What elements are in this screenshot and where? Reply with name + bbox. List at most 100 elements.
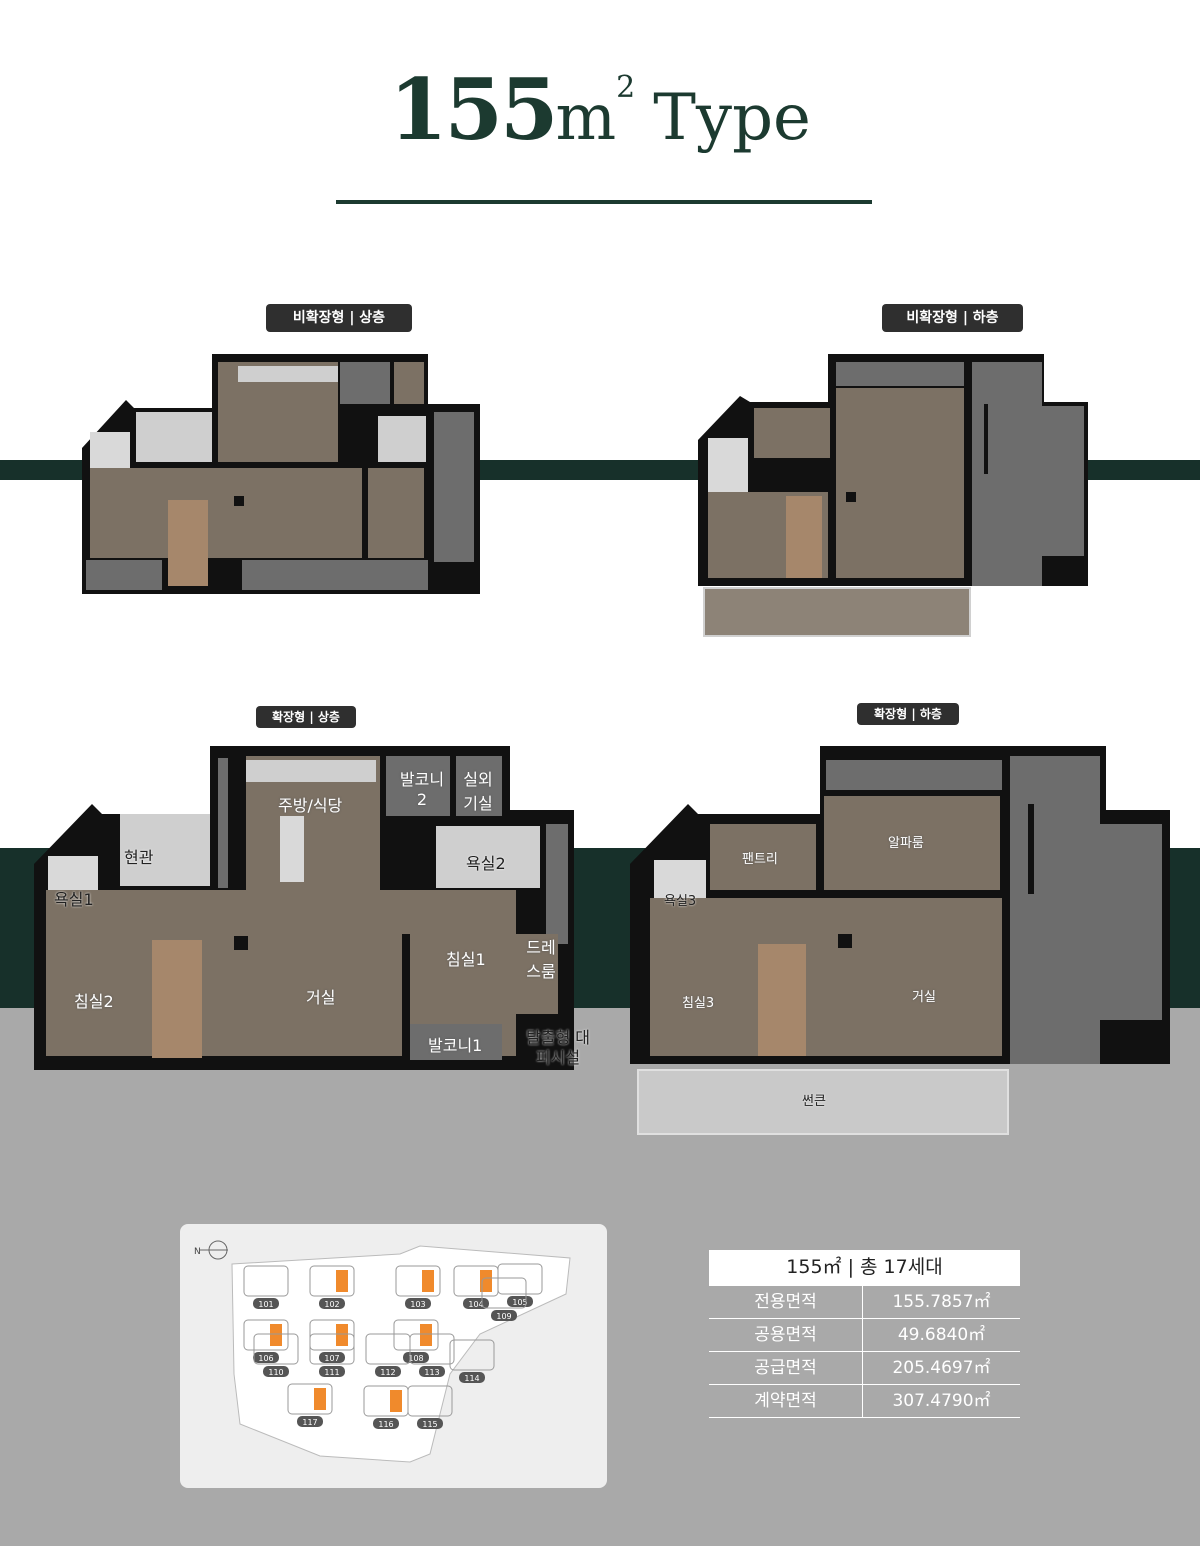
area-label: 전용면적 <box>709 1286 863 1318</box>
building-number: 109 <box>496 1312 511 1321</box>
area-value: 155.7857㎡ <box>892 1292 991 1312</box>
title-number: 155 <box>389 60 558 159</box>
label-extended-upper: 확장형 | 상층 <box>256 706 356 728</box>
area-table-header: 155㎡ | 총 17세대 <box>709 1250 1020 1285</box>
building-number: 102 <box>324 1300 339 1309</box>
building-badge <box>375 1366 401 1377</box>
area-table-rows: 전용면적 155.7857㎡ 공용면적 49.6840㎡ 공급면적 205.4697㎡ 계약… <box>709 1285 1020 1418</box>
building-badge <box>491 1310 517 1321</box>
building-outline <box>481 1277 527 1309</box>
building-outline <box>449 1339 495 1371</box>
highlight-unit <box>480 1270 492 1292</box>
room-entrance: 현관 <box>124 848 154 867</box>
building-badge <box>459 1372 485 1383</box>
room-bed2: 침실2 <box>74 992 114 1011</box>
room-bed3: 침실3 <box>682 996 715 1011</box>
highlight-unit <box>390 1390 402 1412</box>
building-outline <box>253 1333 299 1365</box>
building-outline <box>243 1319 289 1351</box>
highlight-unit <box>270 1324 282 1346</box>
building-number: 114 <box>464 1374 479 1383</box>
area-value: 49.6840㎡ <box>897 1325 986 1345</box>
building-outline <box>497 1263 543 1295</box>
room-outdoor-unit: 실외 기실 <box>463 770 493 813</box>
area-table-row: 공용면적 49.6840㎡ <box>709 1319 1020 1352</box>
building-badge <box>373 1418 399 1429</box>
area-label: 공용면적 <box>709 1319 863 1351</box>
building-number: 105 <box>512 1298 527 1307</box>
room-living-lower: 거실 <box>912 990 936 1005</box>
title-sup: 2 <box>616 70 636 105</box>
room-alpha: 알파룸 <box>888 836 924 851</box>
title-unit: m <box>555 81 617 155</box>
label-non-extended-lower: 비확장형 | 하층 <box>882 304 1023 332</box>
room-bed1: 침실1 <box>446 950 486 969</box>
building-outline <box>309 1265 355 1297</box>
area-table-row: 공급면적 205.4697㎡ <box>709 1352 1020 1385</box>
building-number: 112 <box>380 1368 395 1377</box>
site-map-graphic: N 101 102 103 104 105 106 107 108 109 110 111 112 11… <box>194 1240 571 1463</box>
page-title: 155m2 Type <box>0 60 1200 159</box>
room-kitchen: 주방/식당 <box>278 796 343 815</box>
building-number: 107 <box>324 1354 339 1363</box>
building-badge <box>319 1352 345 1363</box>
building-badge <box>319 1298 345 1309</box>
room-dressroom: 드레 스룸 <box>526 938 556 981</box>
highlight-unit <box>420 1324 432 1346</box>
building-number: 113 <box>424 1368 439 1377</box>
building-outline <box>395 1265 441 1297</box>
room-bath2: 욕실2 <box>466 854 506 873</box>
room-pantry: 팬트리 <box>742 852 778 867</box>
area-label: 계약면적 <box>709 1385 863 1417</box>
plan-extended-upper <box>34 746 574 1070</box>
building-outline <box>363 1385 409 1417</box>
building-outline <box>393 1319 439 1351</box>
building-outline <box>287 1383 333 1415</box>
building-badge <box>263 1366 289 1377</box>
building-number: 101 <box>258 1300 273 1309</box>
room-bath3: 욕실3 <box>664 894 697 909</box>
title-type: Type <box>653 81 811 155</box>
building-badge <box>417 1418 443 1429</box>
svg-text:N: N <box>194 1247 201 1257</box>
plan-non-extended-lower <box>698 354 1088 637</box>
room-balcony2: 발코니 2 <box>399 770 445 809</box>
building-outline <box>309 1333 355 1365</box>
title-divider <box>336 200 872 204</box>
room-bath1: 욕실1 <box>54 890 94 909</box>
highlight-unit <box>336 1324 348 1346</box>
building-number: 108 <box>408 1354 423 1363</box>
building-number: 106 <box>258 1354 273 1363</box>
site-map: N 101 102 103 104 105 106 107 108 109 110 111 112 11… <box>180 1224 607 1488</box>
area-table-row: 전용면적 155.7857㎡ <box>709 1286 1020 1319</box>
building-number: 110 <box>268 1368 283 1377</box>
building-number: 111 <box>324 1368 339 1377</box>
building-badge <box>405 1298 431 1309</box>
plan-non-extended-upper <box>82 354 480 594</box>
building-badge <box>319 1366 345 1377</box>
building-badge <box>297 1416 323 1427</box>
highlight-unit <box>336 1270 348 1292</box>
label-extended-lower: 확장형 | 하층 <box>857 703 959 725</box>
building-badge <box>253 1298 279 1309</box>
room-balcony1: 발코니1 <box>428 1036 483 1055</box>
building-number: 104 <box>468 1300 483 1309</box>
highlight-unit <box>422 1270 434 1292</box>
area-value: 205.4697㎡ <box>892 1358 991 1378</box>
plan-extended-lower <box>630 746 1170 1135</box>
building-badge <box>253 1352 279 1363</box>
room-sunken: 썬큰 <box>802 1094 826 1109</box>
building-number: 103 <box>410 1300 425 1309</box>
building-number: 116 <box>378 1420 393 1429</box>
building-outline <box>409 1333 455 1365</box>
highlight-unit <box>314 1388 326 1410</box>
area-label: 공급면적 <box>709 1352 863 1384</box>
building-number: 115 <box>422 1420 437 1429</box>
building-outline <box>309 1319 355 1351</box>
building-number: 117 <box>302 1418 317 1427</box>
label-non-extended-upper: 비확장형 | 상층 <box>266 304 412 332</box>
building-badge <box>419 1366 445 1377</box>
room-living-upper: 거실 <box>306 988 336 1007</box>
